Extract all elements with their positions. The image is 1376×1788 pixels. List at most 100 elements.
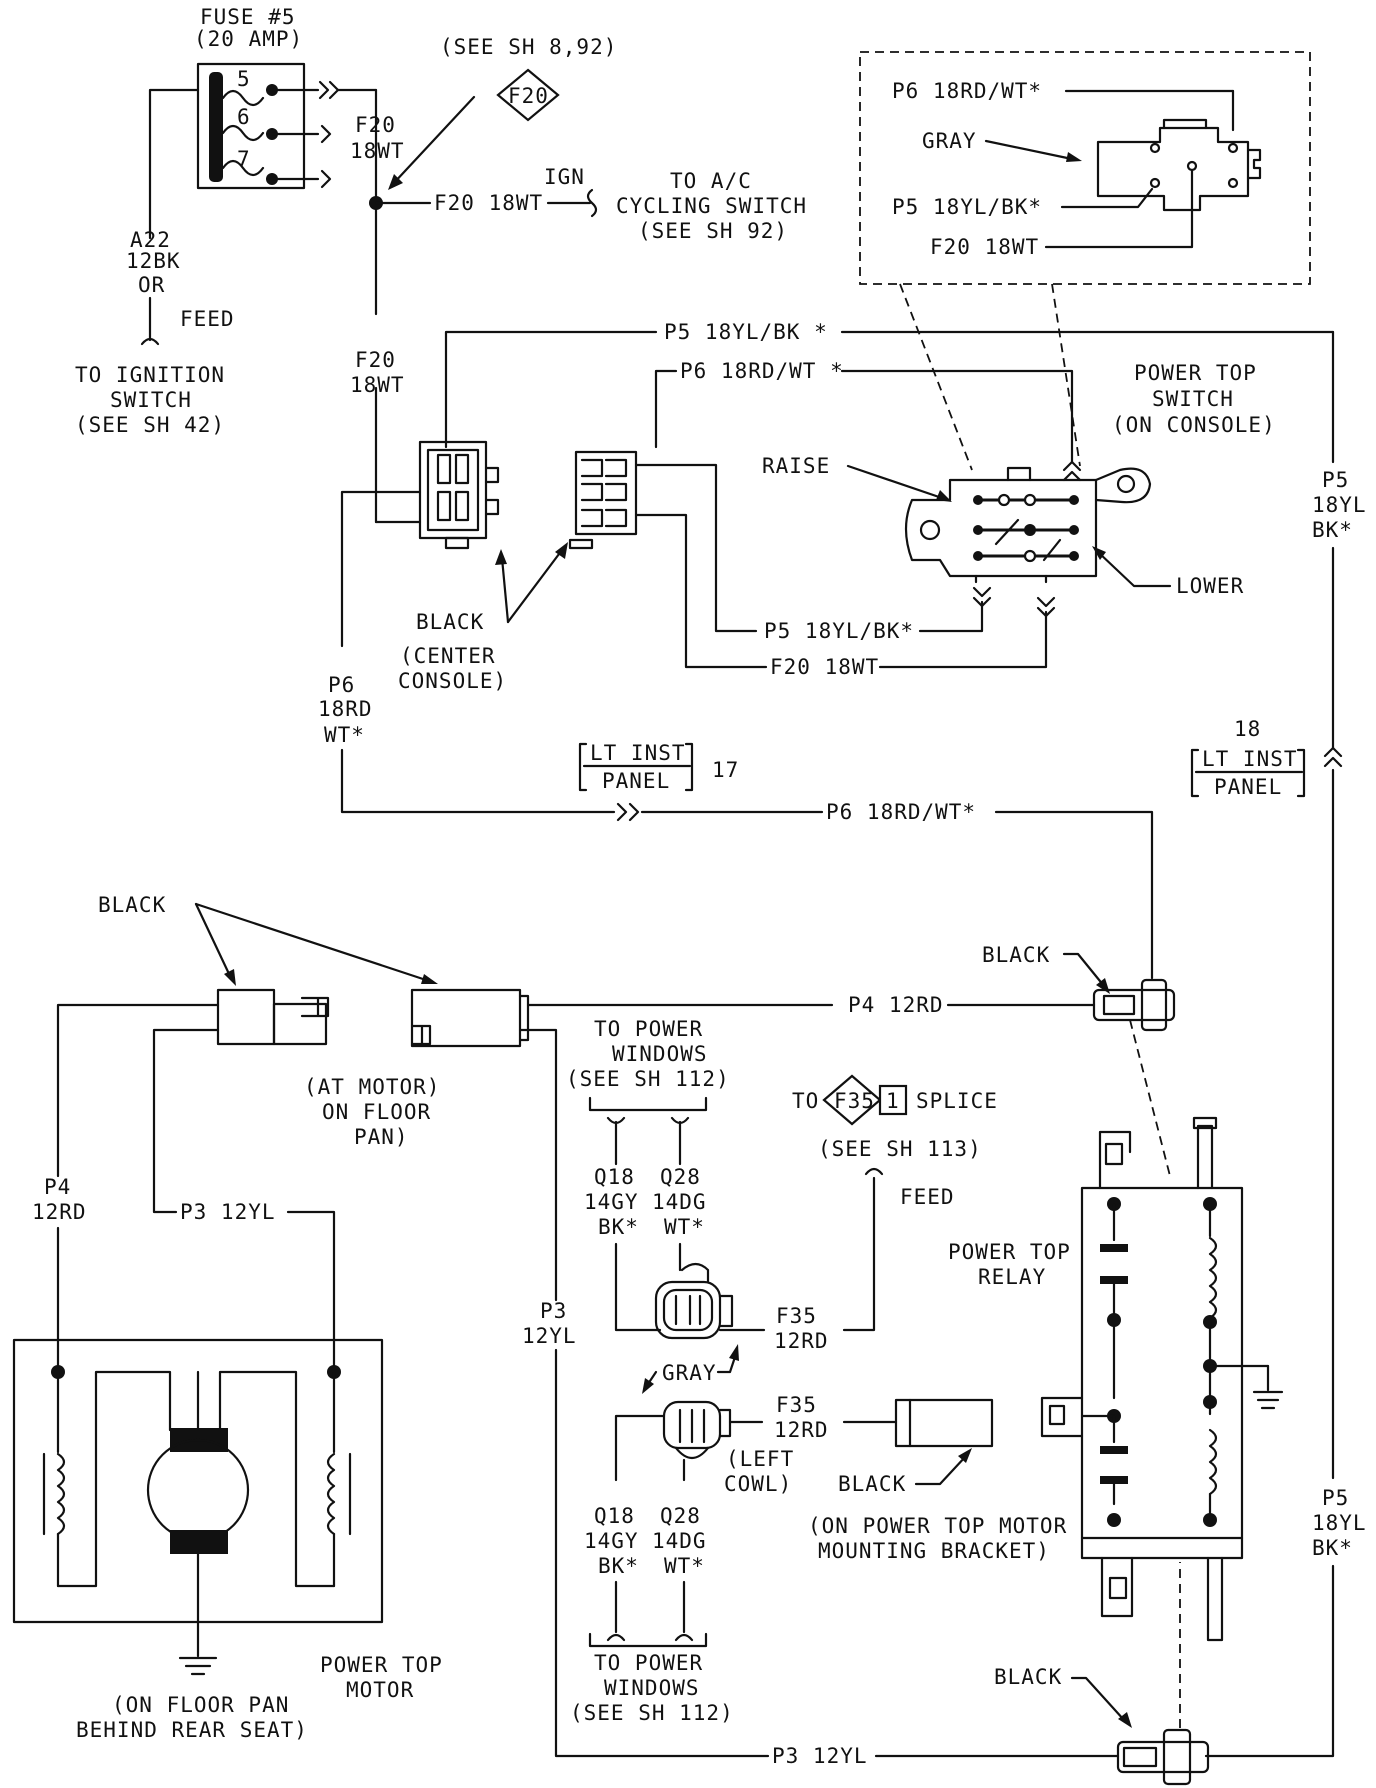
center-console-connector-1 [418,440,488,540]
lt-panel-left-line1: LT INST [590,741,686,765]
a22-circuit: A22 [130,228,171,252]
fuse-terminal-5: 5 [237,67,251,91]
motor-armature [146,1438,250,1542]
center-console-label-1: (CENTER [400,644,496,668]
p6-left-color: WT* [324,723,365,747]
inset-gray-label: GRAY [922,129,977,153]
ignition-switch-label-3: (SEE SH 42) [75,413,225,437]
raise-label: RAISE [762,454,830,478]
fuse-rating: (20 AMP) [194,27,303,51]
relay-conn-top-black: BLACK [982,943,1050,967]
f20-bottom-label: F20 18WT [770,655,879,679]
switch-inset: P6 18RD/WT* GRAY P5 18YL/BK* F20 18WT [859,51,1311,285]
q28-top-circuit: Q28 [660,1165,701,1189]
p5-right-run: P5 18YL BK* P5 18YL BK* [1204,330,1367,1758]
ac-label-2: CYCLING SWITCH [616,194,807,218]
bracket-label-1: (ON POWER TOP MOTOR [808,1514,1067,1538]
a22-gauge: 12BK [126,249,181,273]
relay-connectors: BLACK BLACK [982,943,1210,1786]
p6-left-gauge: 18RD [318,697,373,721]
fuse-block: FUSE #5 (20 AMP) 5 6 7 A22 12BK OR FEED … [75,5,340,437]
a22-or: OR [138,273,165,297]
f20-upper-gauge: 18WT [350,139,405,163]
q18-top-color: BK* [598,1215,639,1239]
lt-panel-right-line2: PANEL [1214,775,1282,799]
splice-badge-label: F35 [834,1089,875,1113]
splice-to: TO [792,1089,819,1113]
pw-top-label-2: WINDOWS [612,1042,708,1066]
p4-long-label: P4 12RD [848,993,944,1017]
q18-bottom-color: BK* [598,1554,639,1578]
splice-num: 1 [886,1089,900,1113]
f20-ign-label: IGN [544,165,585,189]
motor-connector-left [216,988,276,1046]
motor-label-2: MOTOR [346,1678,414,1702]
f20-badge-label: F20 [508,84,549,108]
fuse-bus-bar [209,72,223,182]
pw-top-label-3: (SEE SH 112) [566,1067,730,1091]
q18-bottom-gauge: 14GY [584,1529,639,1553]
splice-label: SPLICE [916,1089,998,1113]
gray-connector-top [654,1262,734,1340]
f20-upper-circuit: F20 [355,113,396,137]
gray-connector-bottom [662,1400,732,1460]
ac-label-1: TO A/C [670,169,752,193]
inset-f20-label: F20 18WT [930,235,1039,259]
q28-top-color: WT* [664,1215,705,1239]
f20-see-ref: (SEE SH 8,92) [440,35,617,59]
q28-bottom-gauge: 14DG [652,1529,707,1553]
f35-bottom-gauge: 12RD [774,1418,829,1442]
motor-connectors: BLACK (AT MOTOR) ON FLOOR PAN) [98,893,530,1149]
q18-top-gauge: 14GY [584,1190,639,1214]
p5-right-circuit: P5 [1322,468,1349,492]
fuse-box [196,62,306,190]
black-cowl-connector [894,1398,994,1448]
p4-motor-gauge: 12RD [32,1200,87,1224]
lt-panel-left-num: 17 [712,758,739,782]
p4-motor-circuit: P4 [44,1175,71,1199]
f20-branch-label: F20 18WT [434,191,543,215]
fuse-terminal-6: 6 [237,105,251,129]
gray-label: GRAY [662,1361,717,1385]
fuse-terminal-7: 7 [237,147,251,171]
p3-motor-top-label: P3 12YL [180,1200,276,1224]
q18-top-circuit: Q18 [594,1165,635,1189]
p3-long-circuit: P3 [540,1299,567,1323]
relay-body [1080,1186,1244,1540]
ac-label-3: (SEE SH 92) [638,219,788,243]
inset-dashed-box [859,51,1311,285]
power-top-relay: POWER TOP RELAY [948,1116,1284,1642]
f20-circuit: F20 18WT F20 18WT IGN TO A/C CYCLING SWI… [336,35,807,524]
motor-conn-label-3: PAN) [354,1125,409,1149]
p5-right-gauge: 18YL [1312,493,1367,517]
inset-p5-label: P5 18YL/BK* [892,195,1042,219]
motor-connector-right [410,988,522,1048]
pw-bottom-label-1: TO POWER [594,1651,703,1675]
center-console-connector-2 [574,450,638,536]
f20-lower-gauge: 18WT [350,373,405,397]
center-console-wiring: P5 18YL/BK * P6 18RD/WT * P6 18RD/WT* P6… [318,320,1335,980]
p6-long-label: P6 18RD/WT* [826,800,976,824]
p5-bottom-label: P5 18YL/BK* [764,619,914,643]
ignition-switch-label-1: TO IGNITION [75,363,225,387]
p5-right2-color: BK* [1312,1536,1353,1560]
q28-bottom-circuit: Q28 [660,1504,701,1528]
motor-label-1: POWER TOP [320,1653,443,1677]
relay-label-2: RELAY [978,1265,1046,1289]
power-windows-wiring: TO POWER WINDOWS (SEE SH 112) Q18 14GY B… [566,1017,1067,1725]
q28-top-gauge: 14DG [652,1190,707,1214]
motor-ground-label-1: (ON FLOOR PAN [112,1693,289,1717]
pw-bottom-label-3: (SEE SH 112) [570,1701,734,1725]
p6-top-label: P6 18RD/WT * [680,359,844,383]
fuse-title: FUSE #5 [200,5,296,29]
switch-label-3: (ON CONSOLE) [1112,413,1276,437]
p3-bottom-label: P3 12YL [772,1744,868,1768]
f35-top-circuit: F35 [776,1304,817,1328]
lt-panel-right-line1: LT INST [1202,747,1298,771]
f35-top-gauge: 12RD [774,1329,829,1353]
p5-right-color: BK* [1312,518,1353,542]
bracket-black: BLACK [838,1472,906,1496]
switch-label-2: SWITCH [1152,387,1234,411]
pw-bottom-label-2: WINDOWS [604,1676,700,1700]
